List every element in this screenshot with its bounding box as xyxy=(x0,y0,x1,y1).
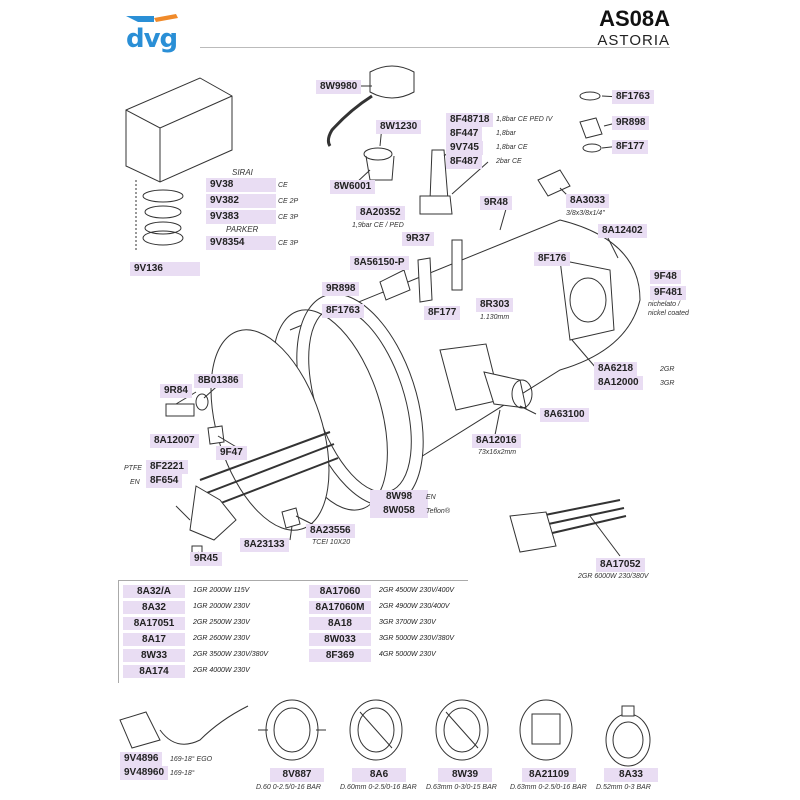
gauge-note: D.63mm 0-3/0-15 BAR xyxy=(426,784,497,791)
part-label[interactable]: 8F177 xyxy=(612,140,649,154)
part-label[interactable]: 9F481 xyxy=(650,286,687,300)
part-note: 2GR 6000W 230/380V xyxy=(578,573,649,580)
part-label[interactable]: 9F47 xyxy=(216,446,247,460)
part-label[interactable]: 9V745 xyxy=(446,141,483,155)
part-label[interactable]: 9R48 xyxy=(480,196,512,210)
part-label[interactable]: 9V48960 xyxy=(120,766,169,780)
part-label[interactable]: 9R898 xyxy=(612,116,650,130)
part-note: 1,8bar CE xyxy=(496,144,528,151)
part-label[interactable]: 9R898 xyxy=(322,282,360,296)
gauge-label[interactable]: 8W39 xyxy=(438,768,492,782)
part-note: 169-18° xyxy=(170,770,195,777)
part-note: EN xyxy=(130,479,140,486)
part-note: 1.130mm xyxy=(480,314,510,321)
part-label[interactable]: 8A12000 xyxy=(594,376,643,390)
part-label[interactable]: 8A20352 xyxy=(356,206,405,220)
part-note: nichelato / nickel coated xyxy=(648,301,689,317)
part-label[interactable]: 8A6218 xyxy=(594,362,638,376)
brand-logo-icon xyxy=(126,14,178,22)
part-label[interactable]: 8F176 xyxy=(534,252,571,266)
part-note: CE 2P xyxy=(278,198,299,205)
part-label[interactable]: 9V4896 xyxy=(120,752,163,766)
gauge-drawing-4 xyxy=(519,699,573,761)
part-label[interactable]: 8A12402 xyxy=(598,224,647,238)
brand-logo-text: dvg xyxy=(126,24,178,54)
part-label[interactable]: 9R37 xyxy=(402,232,434,246)
part-label[interactable]: 9V38 xyxy=(206,178,276,192)
part-label[interactable]: 8F2221 xyxy=(146,460,188,474)
part-label[interactable]: 8A12016 xyxy=(472,434,521,448)
gauge-label[interactable]: 8A21109 xyxy=(522,768,576,782)
gauge-note: D.60mm 0-2.5/0-16 BAR xyxy=(340,784,417,791)
thermostat-drawing xyxy=(119,705,249,749)
part-label[interactable]: 8A23556 xyxy=(306,524,355,538)
part-label[interactable]: 9R84 xyxy=(160,384,192,398)
part-label[interactable]: 8F487 xyxy=(446,155,483,169)
part-label[interactable]: 8A17052 xyxy=(596,558,645,572)
part-label[interactable]: 8B01386 xyxy=(194,374,243,388)
part-label[interactable]: 8A12007 xyxy=(150,434,199,448)
part-label[interactable]: 8F48718 xyxy=(446,113,494,127)
page-subtitle: ASTORIA xyxy=(597,32,670,49)
part-label[interactable]: 9V383 xyxy=(206,210,276,224)
part-note: 169-18° EGO xyxy=(170,756,213,763)
part-label[interactable]: 8W98 xyxy=(370,490,428,504)
part-label[interactable]: 8R303 xyxy=(476,298,514,312)
part-note: CE xyxy=(278,182,288,189)
part-label[interactable]: 8F654 xyxy=(146,474,183,488)
part-note: 2GR xyxy=(660,366,675,373)
gauge-label[interactable]: 8V887 xyxy=(270,768,324,782)
part-label[interactable]: 8F1763 xyxy=(612,90,654,104)
gauge-note: D.63mm 0-2.5/0-16 BAR xyxy=(510,784,587,791)
brand-note-parker: PARKER xyxy=(226,225,259,234)
title-divider xyxy=(200,47,670,48)
gauge-drawing-1 xyxy=(258,699,326,761)
part-label[interactable]: 9V136 xyxy=(130,262,200,276)
part-label[interactable]: 8F447 xyxy=(446,127,483,141)
part-note: 73x16x2mm xyxy=(478,449,517,456)
gauge-note: D.60 0-2.5/0-16 BAR xyxy=(256,784,321,791)
part-note: CE 3P xyxy=(278,240,299,247)
pressure-switch-drawing xyxy=(125,77,233,250)
part-label[interactable]: 8F1763 xyxy=(322,304,364,318)
part-label[interactable]: 8W6001 xyxy=(330,180,376,194)
part-note: EN xyxy=(426,494,436,501)
part-label[interactable]: 8A3033 xyxy=(566,194,610,208)
part-note: Teflon® xyxy=(426,508,450,515)
part-note: CE 3P xyxy=(278,214,299,221)
part-note: PTFE xyxy=(124,465,142,472)
gauge-label[interactable]: 8A33 xyxy=(604,768,658,782)
part-label[interactable]: 8A56150-P xyxy=(350,256,409,270)
part-label[interactable]: 9V8354 xyxy=(206,236,276,250)
part-note: TCEI 10X20 xyxy=(312,539,351,546)
part-note: 1,8bar xyxy=(496,130,516,137)
part-note: 3/8x3/8x1/4" xyxy=(566,210,605,217)
brand-note-sirai: SIRAI xyxy=(232,168,253,177)
gauge-label[interactable]: 8A6 xyxy=(352,768,406,782)
part-label[interactable]: 9F48 xyxy=(650,270,681,284)
part-label[interactable]: 8F177 xyxy=(424,306,461,320)
gauge-drawing-5 xyxy=(605,705,651,767)
part-label[interactable]: 8W1230 xyxy=(376,120,422,134)
part-note: 1,9bar CE / PED xyxy=(352,222,404,229)
part-label[interactable]: 9V382 xyxy=(206,194,276,208)
part-note: 2bar CE xyxy=(496,158,522,165)
part-note: 3GR xyxy=(660,380,675,387)
part-label[interactable]: 9R45 xyxy=(190,552,222,566)
part-label[interactable]: 8A63100 xyxy=(540,408,589,422)
gauge-note: D.52mm 0-3 BAR xyxy=(596,784,651,791)
gauge-drawing-2 xyxy=(349,699,403,761)
gauge-drawing-3 xyxy=(435,699,489,761)
page-title: AS08A xyxy=(599,6,670,31)
part-label[interactable]: 8A23133 xyxy=(240,538,289,552)
part-note: 1,8bar CE PED IV xyxy=(496,116,553,123)
part-label[interactable]: 8W9980 xyxy=(316,80,362,94)
part-label[interactable]: 8W058 xyxy=(370,504,428,518)
